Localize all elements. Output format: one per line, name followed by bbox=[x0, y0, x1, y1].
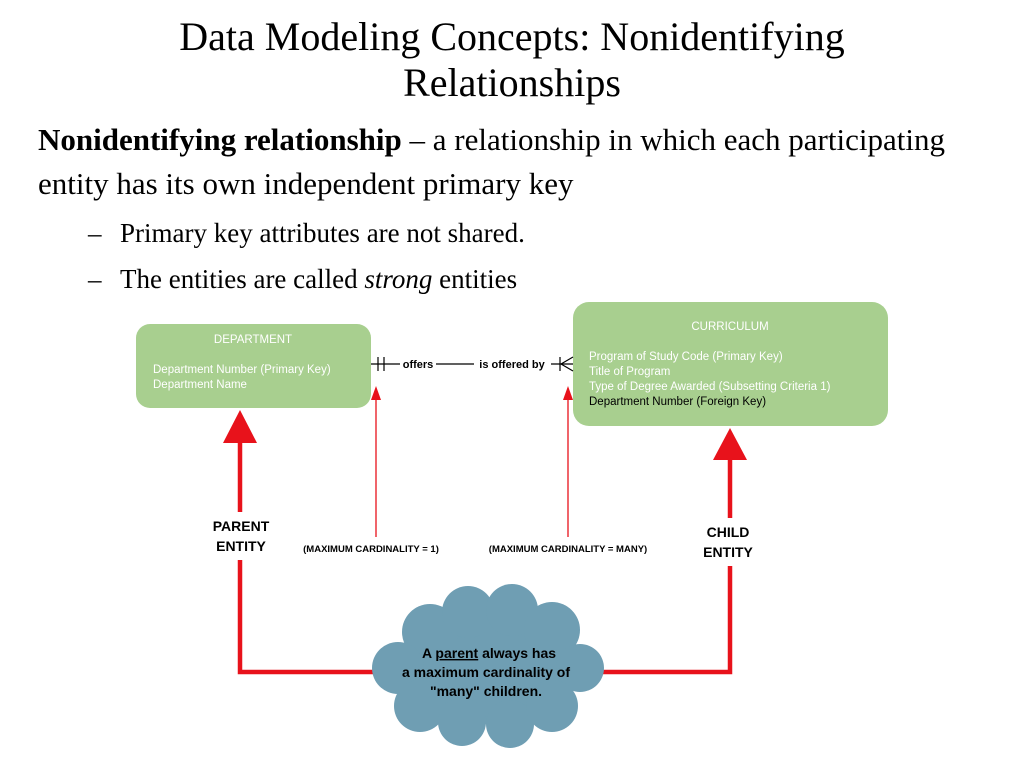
bullet-text-post: entities bbox=[432, 264, 518, 294]
department-attribute: Department Number (Primary Key) bbox=[153, 364, 331, 376]
bullet-text: Primary key attributes are not shared. bbox=[120, 218, 525, 248]
bullet-list: – Primary key attributes are not shared.… bbox=[88, 210, 525, 302]
definition-text: – a relationship in which each participa… bbox=[38, 122, 945, 201]
child-arrow bbox=[586, 428, 747, 675]
cardinality-label-1: (MAXIMUM CARDINALITY = 1) bbox=[303, 544, 439, 555]
parent-label-line-2: ENTITY bbox=[216, 538, 266, 554]
department-entity bbox=[136, 324, 371, 408]
bullet-dash: – bbox=[88, 264, 102, 294]
slide-title: Data Modeling Concepts: Nonidentifying R… bbox=[0, 14, 1024, 106]
cardinality-label-many: (MAXIMUM CARDINALITY = MANY) bbox=[489, 544, 647, 555]
title-line-2: Relationships bbox=[403, 60, 621, 105]
curriculum-attribute: Type of Degree Awarded (Subsetting Crite… bbox=[589, 381, 831, 393]
definition-term: Nonidentifying relationship bbox=[38, 122, 402, 157]
curriculum-attribute: Title of Program bbox=[589, 366, 670, 378]
curriculum-header: CURRICULUM bbox=[691, 321, 768, 333]
bullet-text: The entities are called strong entities bbox=[120, 256, 517, 302]
relationship-inverse-verb: is offered by bbox=[479, 359, 545, 371]
relationship-connector bbox=[371, 356, 574, 372]
cloud-text-line-1: A parent always has bbox=[422, 645, 556, 661]
title-line-1: Data Modeling Concepts: Nonidentifying bbox=[179, 14, 845, 59]
cloud-text-line-2: a maximum cardinality of bbox=[402, 664, 570, 680]
definition-paragraph: Nonidentifying relationship – a relation… bbox=[38, 118, 1008, 206]
cardinality-pointer-1 bbox=[371, 386, 381, 537]
parent-arrow bbox=[223, 410, 390, 675]
department-attribute: Department Name bbox=[153, 379, 247, 391]
cardinality-pointer-many bbox=[563, 386, 573, 537]
curriculum-entity bbox=[573, 302, 888, 426]
curriculum-attribute: Program of Study Code (Primary Key) bbox=[589, 351, 783, 363]
bullet-item: – The entities are called strong entitie… bbox=[88, 256, 525, 302]
child-label-line-1: CHILD bbox=[707, 524, 750, 540]
bullet-text-emphasis: strong bbox=[364, 264, 433, 294]
curriculum-foreign-key: Department Number (Foreign Key) bbox=[589, 396, 766, 408]
bullet-item: – Primary key attributes are not shared. bbox=[88, 210, 525, 256]
child-label-line-2: ENTITY bbox=[703, 544, 753, 560]
cloud-text-line-3: "many" children. bbox=[430, 683, 542, 699]
bullet-text-pre: The entities are called bbox=[120, 264, 365, 294]
parent-label-line-1: PARENT bbox=[213, 518, 270, 534]
bullet-dash: – bbox=[88, 218, 102, 248]
cloud-callout bbox=[372, 584, 604, 748]
department-header: DEPARTMENT bbox=[214, 334, 292, 346]
relationship-verb: offers bbox=[403, 359, 434, 371]
